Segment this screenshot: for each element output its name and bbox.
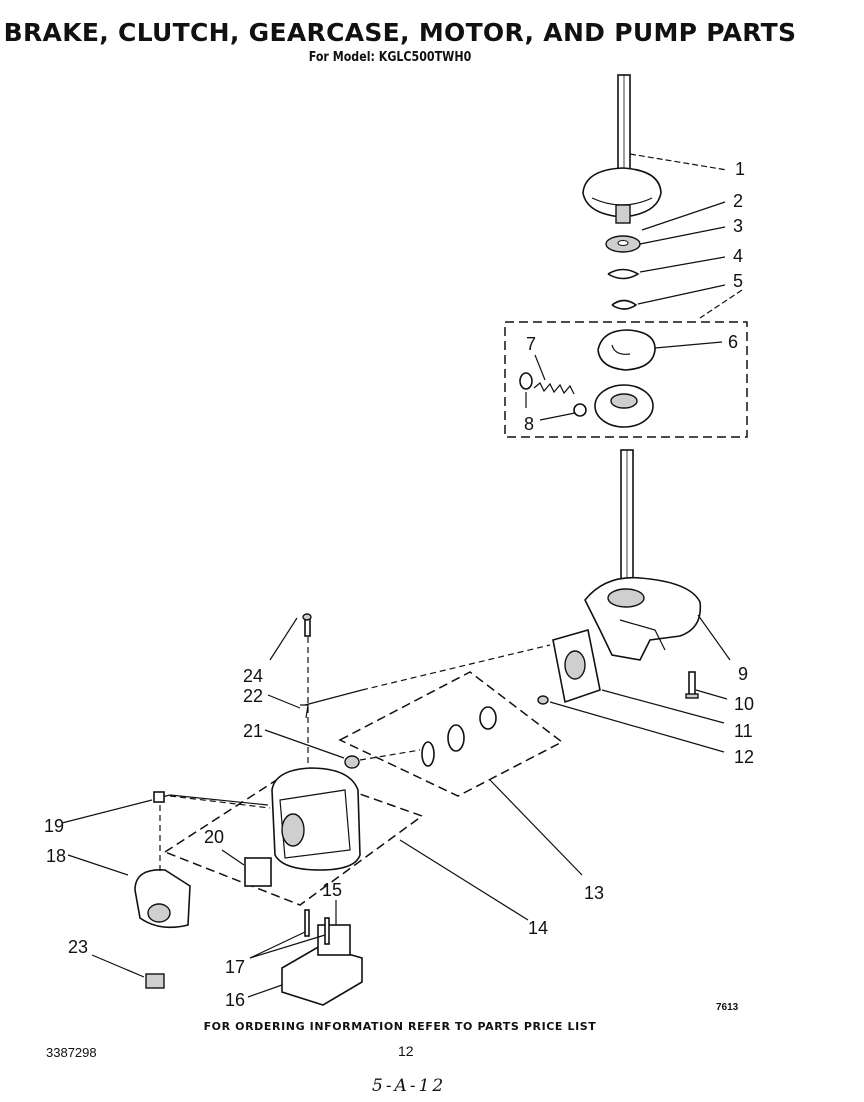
part-6-brake-band (597, 329, 656, 371)
callout-12: 12 (734, 747, 754, 767)
part-19-bracket (153, 791, 269, 806)
page-title: BRAKE, CLUTCH, GEARCASE, MOTOR, AND PUMP… (3, 18, 797, 47)
document-part-number: 3387298 (46, 1045, 97, 1060)
coupling-parts (421, 706, 497, 767)
callout-15: 15 (322, 880, 342, 900)
callout-24: 24 (243, 666, 263, 686)
callout-9: 9 (738, 664, 748, 684)
part-12-screw (537, 695, 549, 705)
callout-19: 19 (44, 816, 64, 836)
part-2-washer (605, 235, 641, 253)
callout-14: 14 (528, 918, 548, 938)
part-11-plate (552, 628, 601, 704)
part-21-plug (344, 755, 360, 769)
part-22-rod (300, 689, 363, 719)
callout-8: 8 (524, 414, 534, 434)
part-18-pump (134, 869, 191, 929)
callout-16: 16 (225, 990, 245, 1010)
part-20-switch (244, 857, 272, 887)
callout-4: 4 (733, 246, 743, 266)
part-7-spring (533, 382, 575, 395)
part-8-washers (519, 372, 587, 417)
callout-5: 5 (733, 271, 743, 291)
callout-3: 3 (733, 216, 743, 236)
coupling-assembly-box (338, 671, 564, 797)
motor-assembly-box (163, 769, 424, 906)
leader-lines (61, 153, 743, 998)
part-16-bracket (281, 924, 363, 1006)
callout-10: 10 (734, 694, 754, 714)
ordering-note: FOR ORDERING INFORMATION REFER TO PARTS … (203, 1020, 597, 1033)
callout-6: 6 (728, 332, 738, 352)
part-4-clip (611, 299, 638, 310)
brake-assembly-box (504, 321, 748, 438)
callout-17: 17 (225, 957, 245, 977)
part-17-screws (304, 909, 330, 945)
gearcase-shaft (620, 449, 634, 593)
part-24-screw (302, 613, 312, 637)
callout-22: 22 (243, 686, 263, 706)
diagram-code: 7613 (716, 1002, 739, 1013)
callout-2: 2 (733, 191, 743, 211)
callout-11: 11 (734, 721, 753, 741)
page-number: 12 (398, 1043, 414, 1059)
part-1-shaft-assembly (582, 74, 662, 224)
motor (271, 767, 361, 871)
part-3-ring (607, 268, 640, 280)
part-9-gearcase (584, 576, 702, 661)
part-23-clip (145, 973, 165, 989)
part-10-bolt (685, 671, 699, 699)
callout-7: 7 (526, 334, 536, 354)
callout-13: 13 (584, 883, 604, 903)
handwritten-note: 5-A-12 (372, 1076, 447, 1096)
callout-1: 1 (735, 159, 745, 179)
callout-20: 20 (204, 827, 224, 847)
callout-23: 23 (68, 937, 88, 957)
callout-18: 18 (46, 846, 66, 866)
callout-21: 21 (243, 721, 263, 741)
model-subtitle: For Model: KGLC500TWH0 (308, 50, 472, 65)
brake-hub (594, 384, 654, 428)
